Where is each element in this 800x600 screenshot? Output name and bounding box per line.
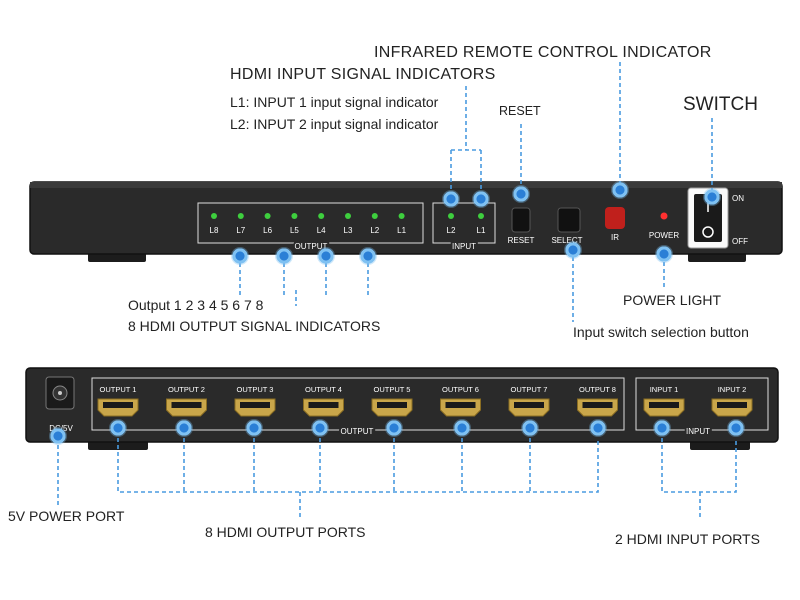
hdmi-output-port-slot bbox=[103, 402, 133, 408]
callout-dot-input-port bbox=[727, 419, 745, 437]
output-led bbox=[398, 213, 405, 219]
output-led-label: L1 bbox=[397, 226, 406, 235]
callout-dot-reset bbox=[512, 185, 530, 203]
power-label: POWER bbox=[649, 231, 679, 240]
switch-callout: SWITCH bbox=[683, 94, 758, 115]
rear-output-group-label: OUTPUT bbox=[341, 427, 374, 436]
output-led-box bbox=[197, 202, 424, 244]
hdmi-input-port-slot bbox=[717, 402, 747, 408]
output-led bbox=[211, 213, 217, 219]
reset-button[interactable] bbox=[511, 207, 531, 233]
callout-dot-output-led bbox=[275, 247, 293, 265]
callout-dot-input-port bbox=[653, 419, 671, 437]
output-led bbox=[264, 213, 271, 219]
hdmi-input-port-slot bbox=[649, 402, 679, 408]
hdmi-input-signal-callout: HDMI INPUT SIGNAL INDICATORS bbox=[230, 66, 496, 83]
select-button-label: SELECT bbox=[551, 236, 582, 245]
callout-dot-output-led bbox=[359, 247, 377, 265]
hdmi-output-port-slot bbox=[582, 402, 613, 408]
output-led-label: L7 bbox=[236, 226, 245, 235]
callout-dot-output-led bbox=[231, 247, 249, 265]
switch-off-label: OFF bbox=[732, 237, 748, 246]
callout-dot-output-port bbox=[385, 419, 403, 437]
output-led bbox=[237, 213, 244, 219]
hdmi-output-port-label: OUTPUT 4 bbox=[305, 385, 342, 394]
output-led-row: L8 L7 L6 L5 L4 L3 L2 L1 bbox=[210, 213, 407, 235]
callout-dot-output-port bbox=[453, 419, 471, 437]
input-led-row: L2 L1 bbox=[447, 213, 486, 235]
output-led-label: L4 bbox=[317, 226, 326, 235]
callout-dot-output-port bbox=[245, 419, 263, 437]
hdmi-input-port-label: INPUT 2 bbox=[718, 385, 747, 394]
power-light-callout: POWER LIGHT bbox=[623, 292, 722, 308]
callout-dot-output-port bbox=[589, 419, 607, 437]
callout-dot-power bbox=[655, 245, 673, 263]
callout-lines bbox=[57, 62, 737, 520]
callout-dot-input-l2 bbox=[442, 190, 460, 208]
input-led bbox=[448, 213, 454, 219]
reset-callout: RESET bbox=[499, 104, 541, 118]
callout-dot-select bbox=[564, 241, 582, 259]
rear-input-group-label: INPUT bbox=[686, 427, 710, 436]
output-led-label: L8 bbox=[210, 226, 219, 235]
output-indicators-callout: 8 HDMI OUTPUT SIGNAL INDICATORS bbox=[128, 318, 381, 334]
reset-button-label: RESET bbox=[508, 236, 535, 245]
infrared-callout: INFRARED REMOTE CONTROL INDICATOR bbox=[374, 44, 712, 61]
output-led bbox=[318, 213, 325, 219]
output-numbers-callout: Output 1 2 3 4 5 6 7 8 bbox=[128, 297, 264, 313]
output-led bbox=[291, 213, 298, 219]
hdmi-output-port-label: OUTPUT 7 bbox=[511, 385, 548, 394]
ir-window bbox=[605, 207, 625, 229]
hdmi-output-port-label: OUTPUT 5 bbox=[374, 385, 411, 394]
hdmi-output-port-label: OUTPUT 1 bbox=[100, 385, 137, 394]
hdmi-output-port-slot bbox=[240, 402, 270, 408]
callout-dot-switch bbox=[703, 188, 721, 206]
output-led bbox=[371, 213, 378, 219]
hdmi-output-port-label: OUTPUT 3 bbox=[237, 385, 274, 394]
hdmi-output-port-slot bbox=[308, 402, 339, 408]
l2-callout: L2: INPUT 2 input signal indicator bbox=[230, 116, 439, 132]
ir-label: IR bbox=[611, 233, 619, 242]
output-led-label: L2 bbox=[370, 226, 379, 235]
callout-dot-dc bbox=[49, 427, 67, 445]
input-led-label: L2 bbox=[447, 226, 456, 235]
callout-dot-input-l1 bbox=[472, 190, 490, 208]
input-led bbox=[478, 213, 484, 219]
hdmi-output-port-slot bbox=[377, 402, 407, 408]
power-led bbox=[660, 212, 668, 220]
input-led-label: L1 bbox=[477, 226, 486, 235]
output-port-row: OUTPUT 1 OUTPUT 2 OUTPUT 3 OUTPUT 4 OUTPUT 5… bbox=[97, 385, 618, 417]
input-ports-callout: 2 HDMI INPUT PORTS bbox=[615, 531, 760, 547]
input-led-box bbox=[432, 202, 496, 244]
input-switch-callout: Input switch selection button bbox=[573, 324, 749, 340]
output-ports-callout: 8 HDMI OUTPUT PORTS bbox=[205, 524, 366, 540]
callout-dot-output-led bbox=[317, 247, 335, 265]
callout-dot-output-port bbox=[109, 419, 127, 437]
callout-dot-ir bbox=[611, 181, 629, 199]
hdmi-output-port-slot bbox=[445, 402, 476, 408]
l1-callout: L1: INPUT 1 input signal indicator bbox=[230, 94, 439, 110]
power-port-callout: 5V POWER PORT bbox=[8, 508, 125, 524]
callout-dot-output-port bbox=[311, 419, 329, 437]
hdmi-output-port-slot bbox=[171, 402, 202, 408]
hdmi-input-port-label: INPUT 1 bbox=[650, 385, 679, 394]
input-port-box bbox=[635, 377, 769, 431]
callout-dot-output-port bbox=[175, 419, 193, 437]
output-port-box bbox=[91, 377, 625, 431]
hdmi-output-port-label: OUTPUT 8 bbox=[579, 385, 616, 394]
output-led-label: L6 bbox=[263, 226, 272, 235]
output-led bbox=[345, 213, 351, 219]
hdmi-output-port-label: OUTPUT 6 bbox=[442, 385, 479, 394]
input-port-row: INPUT 1 INPUT 2 bbox=[643, 385, 753, 417]
hdmi-output-port-label: OUTPUT 2 bbox=[168, 385, 205, 394]
output-led-label: L3 bbox=[344, 226, 353, 235]
switch-on-label: ON bbox=[732, 194, 744, 203]
hdmi-output-port-slot bbox=[514, 402, 544, 408]
select-button[interactable] bbox=[557, 207, 581, 233]
output-led-label: L5 bbox=[290, 226, 299, 235]
callout-dot-output-port bbox=[521, 419, 539, 437]
front-input-group-label: INPUT bbox=[452, 242, 476, 251]
